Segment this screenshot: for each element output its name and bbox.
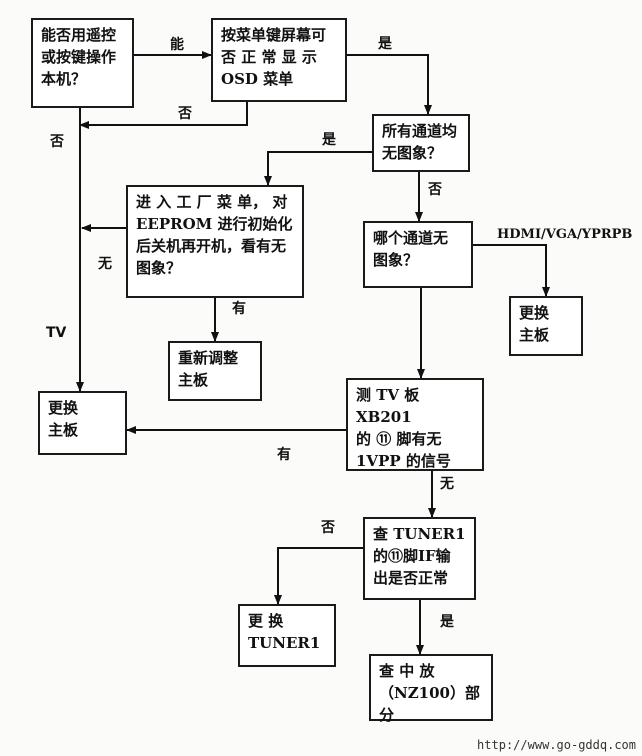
check-tuner-box: 查 TUNER1 的⑪脚IF输 出是否正常 xyxy=(363,517,476,600)
label-tv: TV xyxy=(46,325,67,341)
arrow-osd-yes xyxy=(346,54,432,115)
factory-menu-box: 进 入 工 厂 菜 单， 对 EEPROM 进行初始化 后关机再开机，看有无 图… xyxy=(126,185,304,298)
label-factory-has: 有 xyxy=(232,301,246,317)
label-hdmi: HDMI/VGA/YPRPB xyxy=(497,227,633,242)
label-remote-no: 否 xyxy=(50,134,64,150)
replace-tuner-box: 更 换 TUNER1 xyxy=(238,604,336,667)
arrow-all-yes xyxy=(264,151,372,186)
label-can: 能 xyxy=(170,37,184,53)
label-osd-no: 否 xyxy=(178,106,192,122)
arrow-hdmi xyxy=(473,244,550,297)
check-if-amp-box: 查 中 放 （NZ100）部分 xyxy=(369,654,493,724)
label-factory-none: 无 xyxy=(98,256,112,272)
osd-check-box: 按菜单键屏幕可 否 正 常 显 示 OSD 菜单 xyxy=(211,18,347,102)
watermark: http://www.go-gddq.com xyxy=(477,738,636,752)
which-channel-box: 哪个通道无 图象？ xyxy=(363,221,473,288)
replace-board-right-box: 更换 主板 xyxy=(509,296,583,356)
label-xb201-none: 无 xyxy=(440,476,454,492)
label-all-no: 否 xyxy=(428,182,442,198)
remote-check-box: 能否用遥控 或按键操作 本机？ xyxy=(31,18,134,108)
label-osd-yes: 是 xyxy=(378,36,392,52)
label-all-yes: 是 xyxy=(322,132,336,148)
label-tuner-yes: 是 xyxy=(440,614,454,630)
label-xb201-has: 有 xyxy=(277,447,291,463)
arrow-osd-no xyxy=(79,102,248,129)
arrow-tuner-no xyxy=(274,547,363,605)
label-tuner-no: 否 xyxy=(321,520,335,536)
replace-board-left-box: 更换 主板 xyxy=(38,391,127,455)
test-xb201-box: 测 TV 板 XB201 的 ⑪ 脚有无 1VPP 的信号 xyxy=(346,378,484,471)
readjust-board-box: 重新调整 主板 xyxy=(168,341,262,401)
all-channels-box: 所有通道均 无图象？ xyxy=(372,114,470,172)
